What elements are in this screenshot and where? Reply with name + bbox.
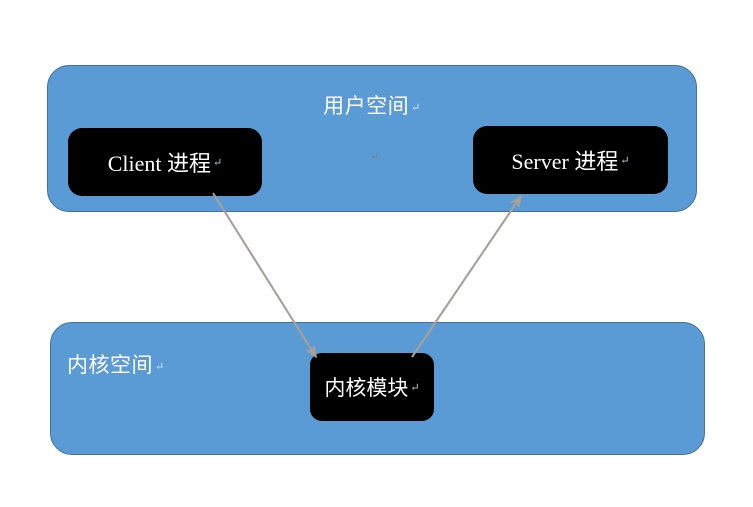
return-mark-icon: ↵ (411, 102, 421, 114)
user-space-caption: 用户空间↵ (323, 96, 421, 117)
return-mark-icon: ↵ (155, 361, 165, 373)
client-process-box[interactable]: Client 进程↵ (68, 128, 262, 196)
user-space-caption-text: 用户空间 (323, 94, 410, 118)
kernel-module-label: 内核模块 (324, 376, 409, 400)
stray-return-mark-icon: ↵ (370, 151, 380, 163)
kernel-module-box[interactable]: 内核模块↵ (310, 353, 434, 421)
return-mark-icon: ↵ (620, 154, 630, 167)
kernel-space-caption-text: 内核空间 (67, 353, 153, 377)
return-mark-icon: ↵ (213, 156, 223, 169)
server-process-box[interactable]: Server 进程↵ (473, 126, 668, 194)
return-mark-icon: ↵ (410, 381, 420, 394)
server-process-label: Server 进程 (511, 149, 619, 174)
kernel-space-caption: 内核空间↵ (67, 355, 165, 376)
client-process-label: Client 进程 (107, 151, 212, 176)
